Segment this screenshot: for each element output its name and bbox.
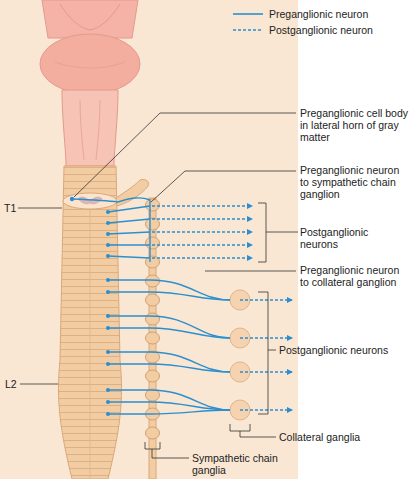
postganglionic-neurons: [240, 371, 292, 372]
sympathetic-chain: [146, 370, 160, 382]
cell-body-dots: [106, 221, 110, 225]
callout-label: Preganglionic cell body in lateral horn …: [300, 107, 408, 143]
preganglionic-neurons: [108, 316, 230, 338]
preganglionic-neurons: [108, 256, 150, 258]
preganglionic-neurons: [108, 352, 230, 372]
label-leader-lines: [205, 271, 296, 272]
postganglionic-neurons: [152, 244, 252, 245]
callout-label: Preganglionic neuron to sympathetic chai…: [300, 164, 408, 200]
cell-body-dots: [106, 210, 110, 214]
preganglionic-neurons: [108, 292, 230, 300]
legend-line: [233, 29, 263, 31]
brain-stem: [62, 90, 118, 166]
label-leader-lines: [258, 203, 298, 262]
legend-sample: [232, 10, 264, 18]
callout-label: Preganglionic neuron to collateral gangl…: [300, 264, 408, 288]
preganglionic-neurons: [108, 280, 230, 300]
cell-body-dots: [106, 388, 110, 392]
collateral-ganglia: [230, 290, 250, 420]
brain-stem: [40, 34, 140, 94]
preganglionic-neurons: [108, 364, 230, 372]
cell-body-dots: [106, 232, 110, 236]
sympathetic-chain: [146, 313, 160, 325]
cell-body-dots: [106, 326, 110, 330]
brain-stem: [55, 62, 125, 68]
cell-body-dots: [70, 197, 74, 201]
callout-label: Collateral ganglia: [279, 431, 407, 443]
cord-leader-lines: [20, 384, 58, 385]
postganglionic-neurons: [152, 205, 252, 206]
label-leader-lines: [230, 424, 276, 437]
postganglionic-neurons: [152, 257, 252, 258]
brain-stem: [60, 4, 120, 30]
sympathetic-chain: [146, 198, 160, 479]
legend-entry: Preganglionic neuron: [232, 8, 368, 20]
level-label: T1: [4, 202, 24, 214]
cell-body-dots: [106, 243, 110, 247]
postganglionic-neurons: [152, 206, 292, 410]
spinal-cord: [90, 210, 91, 479]
label-leader-lines: [151, 171, 296, 202]
spinal-cord: [116, 179, 149, 206]
background-panel: [0, 0, 298, 479]
legend-sample: [232, 26, 264, 34]
cell-body-dots: [106, 350, 110, 354]
preganglionic-neurons: [108, 328, 230, 338]
preganglionic-neurons: [108, 232, 150, 234]
preganglionic-neurons: [108, 390, 230, 410]
spinal-cord: [59, 166, 122, 479]
cell-body-dots: [106, 400, 110, 404]
cell-body-dots: [106, 412, 110, 416]
legend-text: Postganglionic neuron: [269, 24, 373, 36]
preganglionic-neurons: [108, 244, 150, 245]
sympathetic-chain: [146, 275, 160, 287]
postganglionic-neurons: [240, 299, 292, 300]
preganglionic-neurons: [108, 206, 150, 212]
preganglionic-neurons: [108, 402, 230, 410]
preganglionic-neurons: [108, 410, 230, 414]
postganglionic-neurons: [152, 231, 252, 232]
brain-stem: [42, 0, 138, 38]
callout-label: Postganglionic neurons: [300, 226, 408, 250]
preganglionic-neurons: [72, 198, 230, 414]
postganglionic-neurons: [240, 337, 292, 338]
legend-entry: Postganglionic neuron: [232, 24, 373, 36]
label-leader-lines: [258, 292, 276, 414]
cell-body-dots: [106, 362, 110, 366]
label-leader-lines: [145, 442, 189, 458]
callout-label: Postganglionic neurons: [279, 344, 407, 356]
legend-line: [233, 13, 263, 15]
postganglionic-neurons: [152, 218, 252, 219]
sympathetic-chain: [146, 237, 160, 249]
cell-body-dots: [70, 197, 110, 416]
label-leader-lines: [74, 113, 298, 458]
preganglionic-neurons: [108, 219, 150, 223]
spinal-cord: [59, 166, 149, 479]
cord-leader-lines: [18, 208, 62, 209]
spinal-cord: [59, 166, 122, 479]
label-leader-lines: [74, 113, 296, 197]
brain-stem: [40, 0, 140, 166]
preganglionic-neurons: [72, 198, 150, 202]
sympathetic-chain: [146, 332, 160, 344]
level-label: L2: [5, 378, 25, 390]
cell-body-dots: [106, 254, 110, 258]
postganglionic-neurons: [240, 409, 292, 410]
cell-body-dots: [106, 314, 110, 318]
callout-label: Sympathetic chain ganglia: [192, 452, 296, 476]
brain-stem: [80, 100, 100, 160]
cell-body-dots: [106, 290, 110, 294]
legend-text: Preganglionic neuron: [269, 8, 368, 20]
cell-body-dots: [106, 278, 110, 282]
sympathetic-chain: [146, 294, 160, 306]
cord-leader-lines: [18, 208, 62, 384]
sympathetic-chain: [146, 427, 160, 439]
preganglionic-neurons: [149, 200, 150, 262]
